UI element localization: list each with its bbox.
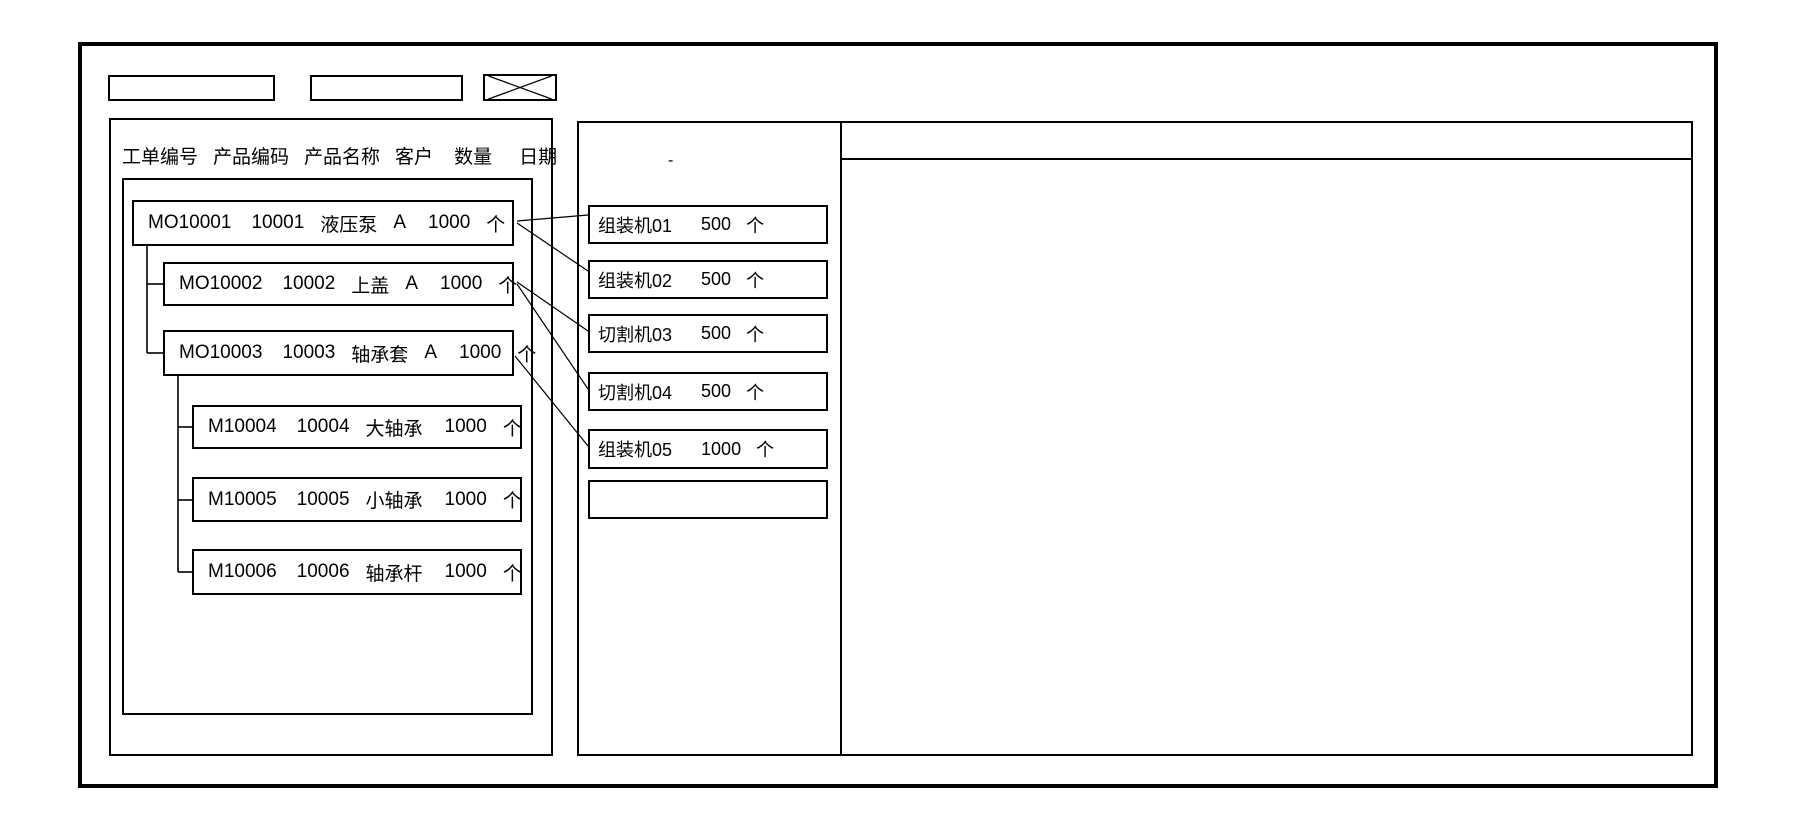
machine-unit: 个 [756,440,775,460]
machine-qty: 1000 [701,438,742,459]
unit: 个 [502,563,522,585]
unit: 个 [517,344,537,366]
machine-unit: 个 [746,382,765,403]
machine-name: 切割机04 [598,382,673,403]
order-no: M10004 [208,416,277,437]
machine-card-zzj01[interactable]: 组装机01 500 个 [588,205,828,244]
header-product-code: 产品编码 [213,147,290,168]
header-date: 日期 [519,147,558,168]
machine-card-zzj05[interactable]: 组装机05 1000 个 [588,429,828,469]
machine-qty: 500 [701,269,732,289]
product-name: 轴承套 [351,344,409,366]
header-qty: 数量 [454,147,493,168]
machine-card-empty[interactable] [588,480,828,519]
product-code: 10003 [282,342,336,363]
order-card-mo10001[interactable]: MO10001 10001 液压泵 A 1000 个 [132,200,514,246]
quantity: 1000 [444,488,487,510]
order-no: MO10001 [148,212,232,233]
quantity: 1000 [440,273,483,294]
product-code: 10004 [296,416,350,437]
order-no: MO10002 [179,273,263,294]
close-button[interactable] [483,74,557,101]
machine-qty: 500 [701,214,732,234]
machine-card-qgj04[interactable]: 切割机04 500 个 [588,372,828,411]
machine-name: 组装机01 [598,215,673,236]
product-name: 轴承杆 [365,563,423,585]
work-order-tree-container [122,178,533,715]
order-card-m10004[interactable]: M10004 10004 大轴承 1000 个 [192,405,522,449]
unit: 个 [502,418,522,440]
x-mark-icon [488,76,552,99]
quantity: 1000 [444,561,487,582]
product-name: 大轴承 [365,418,423,440]
machine-name: 切割机03 [598,324,673,345]
quantity: 1000 [428,212,471,233]
machine-qty: 500 [701,381,732,401]
machine-name: 组装机02 [598,270,673,291]
schedule-panel [842,121,1693,756]
unit: 个 [498,275,518,297]
product-code: 10001 [251,212,305,233]
order-card-mo10002[interactable]: MO10002 10002 上盖 A 1000 个 [163,262,518,306]
order-no: MO10003 [179,342,263,363]
machine-qty: 500 [701,323,732,343]
header-product-name: 产品名称 [304,147,381,168]
customer: A [424,342,437,363]
machine-card-qgj03[interactable]: 切割机03 500 个 [588,314,828,353]
unit: 个 [486,214,506,236]
unit: 个 [502,491,522,512]
machine-unit: 个 [746,324,765,345]
quantity: 1000 [459,342,502,363]
panel-mark: - [668,152,674,169]
machine-unit: 个 [746,270,765,291]
schedule-header-divider [842,158,1691,160]
order-card-m10005[interactable]: M10005 10005 小轴承 1000 个 [192,477,522,522]
work-order-column-headers: 工单编号 产品编码 产品名称 客户 数量 日期 [122,142,557,169]
product-code: 10005 [296,488,350,510]
customer: A [405,273,418,294]
product-name: 小轴承 [365,491,423,512]
order-card-m10006[interactable]: M10006 10006 轴承杆 1000 个 [192,549,522,595]
header-customer: 客户 [395,147,434,168]
toolbar-field-2[interactable] [310,75,463,101]
machine-unit: 个 [746,215,765,236]
order-card-mo10003[interactable]: MO10003 10003 轴承套 A 1000 个 [163,330,536,376]
customer: A [393,212,406,233]
machine-name: 组装机05 [598,440,673,460]
product-code: 10006 [296,561,350,582]
product-name: 上盖 [351,275,390,297]
header-order-no: 工单编号 [122,147,199,168]
order-no: M10005 [208,488,277,510]
toolbar-field-1[interactable] [108,75,275,101]
order-no: M10006 [208,561,277,582]
outer-frame [78,42,1718,788]
product-name: 液压泵 [320,214,378,236]
machine-card-zzj02[interactable]: 组装机02 500 个 [588,260,828,299]
product-code: 10002 [282,273,336,294]
quantity: 1000 [444,416,487,437]
